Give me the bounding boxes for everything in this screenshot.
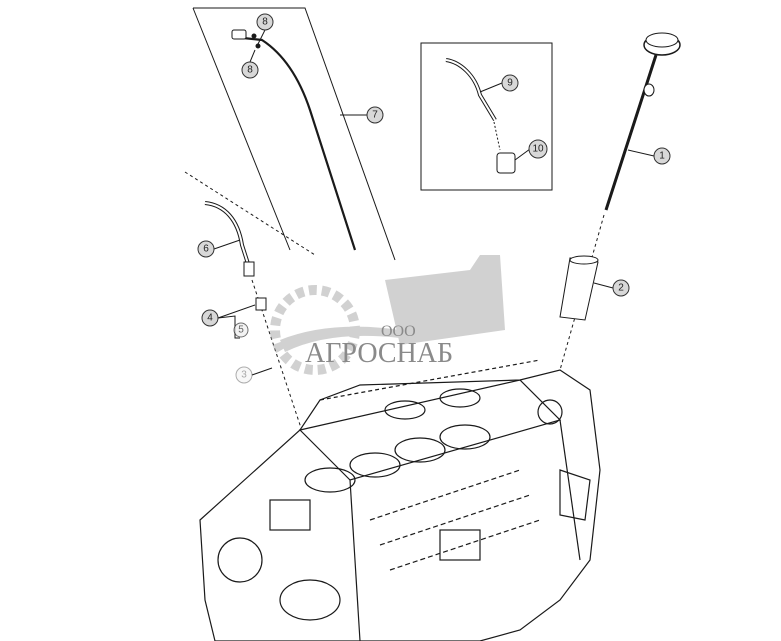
callout-2: 2 <box>612 279 630 297</box>
svg-text:3: 3 <box>241 370 247 381</box>
watermark-prefix: ООО <box>381 323 416 340</box>
callout-7: 7 <box>366 106 384 124</box>
frame-tube-insert <box>420 42 553 191</box>
callout-8b: 8 <box>241 61 259 79</box>
svg-text:10: 10 <box>532 144 544 155</box>
callout-6: 6 <box>197 240 215 258</box>
callout-1: 1 <box>653 147 671 165</box>
callout-3: 3 <box>235 366 253 384</box>
callout-8a: 8 <box>256 13 274 31</box>
svg-text:7: 7 <box>372 110 378 121</box>
svg-text:8: 8 <box>262 17 268 28</box>
dipstick-tube <box>242 36 357 251</box>
svg-text:6: 6 <box>203 244 209 255</box>
frame-tube-group <box>193 7 396 261</box>
watermark-logo <box>270 255 505 375</box>
svg-text:4: 4 <box>207 313 213 324</box>
watermark-name: АГРОСНАБ <box>305 338 453 369</box>
svg-text:8: 8 <box>247 65 253 76</box>
callout-5: 5 <box>233 322 249 338</box>
callout-9: 9 <box>501 74 519 92</box>
svg-text:9: 9 <box>507 78 513 89</box>
svg-text:1: 1 <box>659 151 665 162</box>
engine-block <box>199 359 601 641</box>
callout-10: 10 <box>528 139 548 159</box>
callout-4: 4 <box>201 309 219 327</box>
svg-text:5: 5 <box>238 325 244 336</box>
svg-text:2: 2 <box>618 283 624 294</box>
